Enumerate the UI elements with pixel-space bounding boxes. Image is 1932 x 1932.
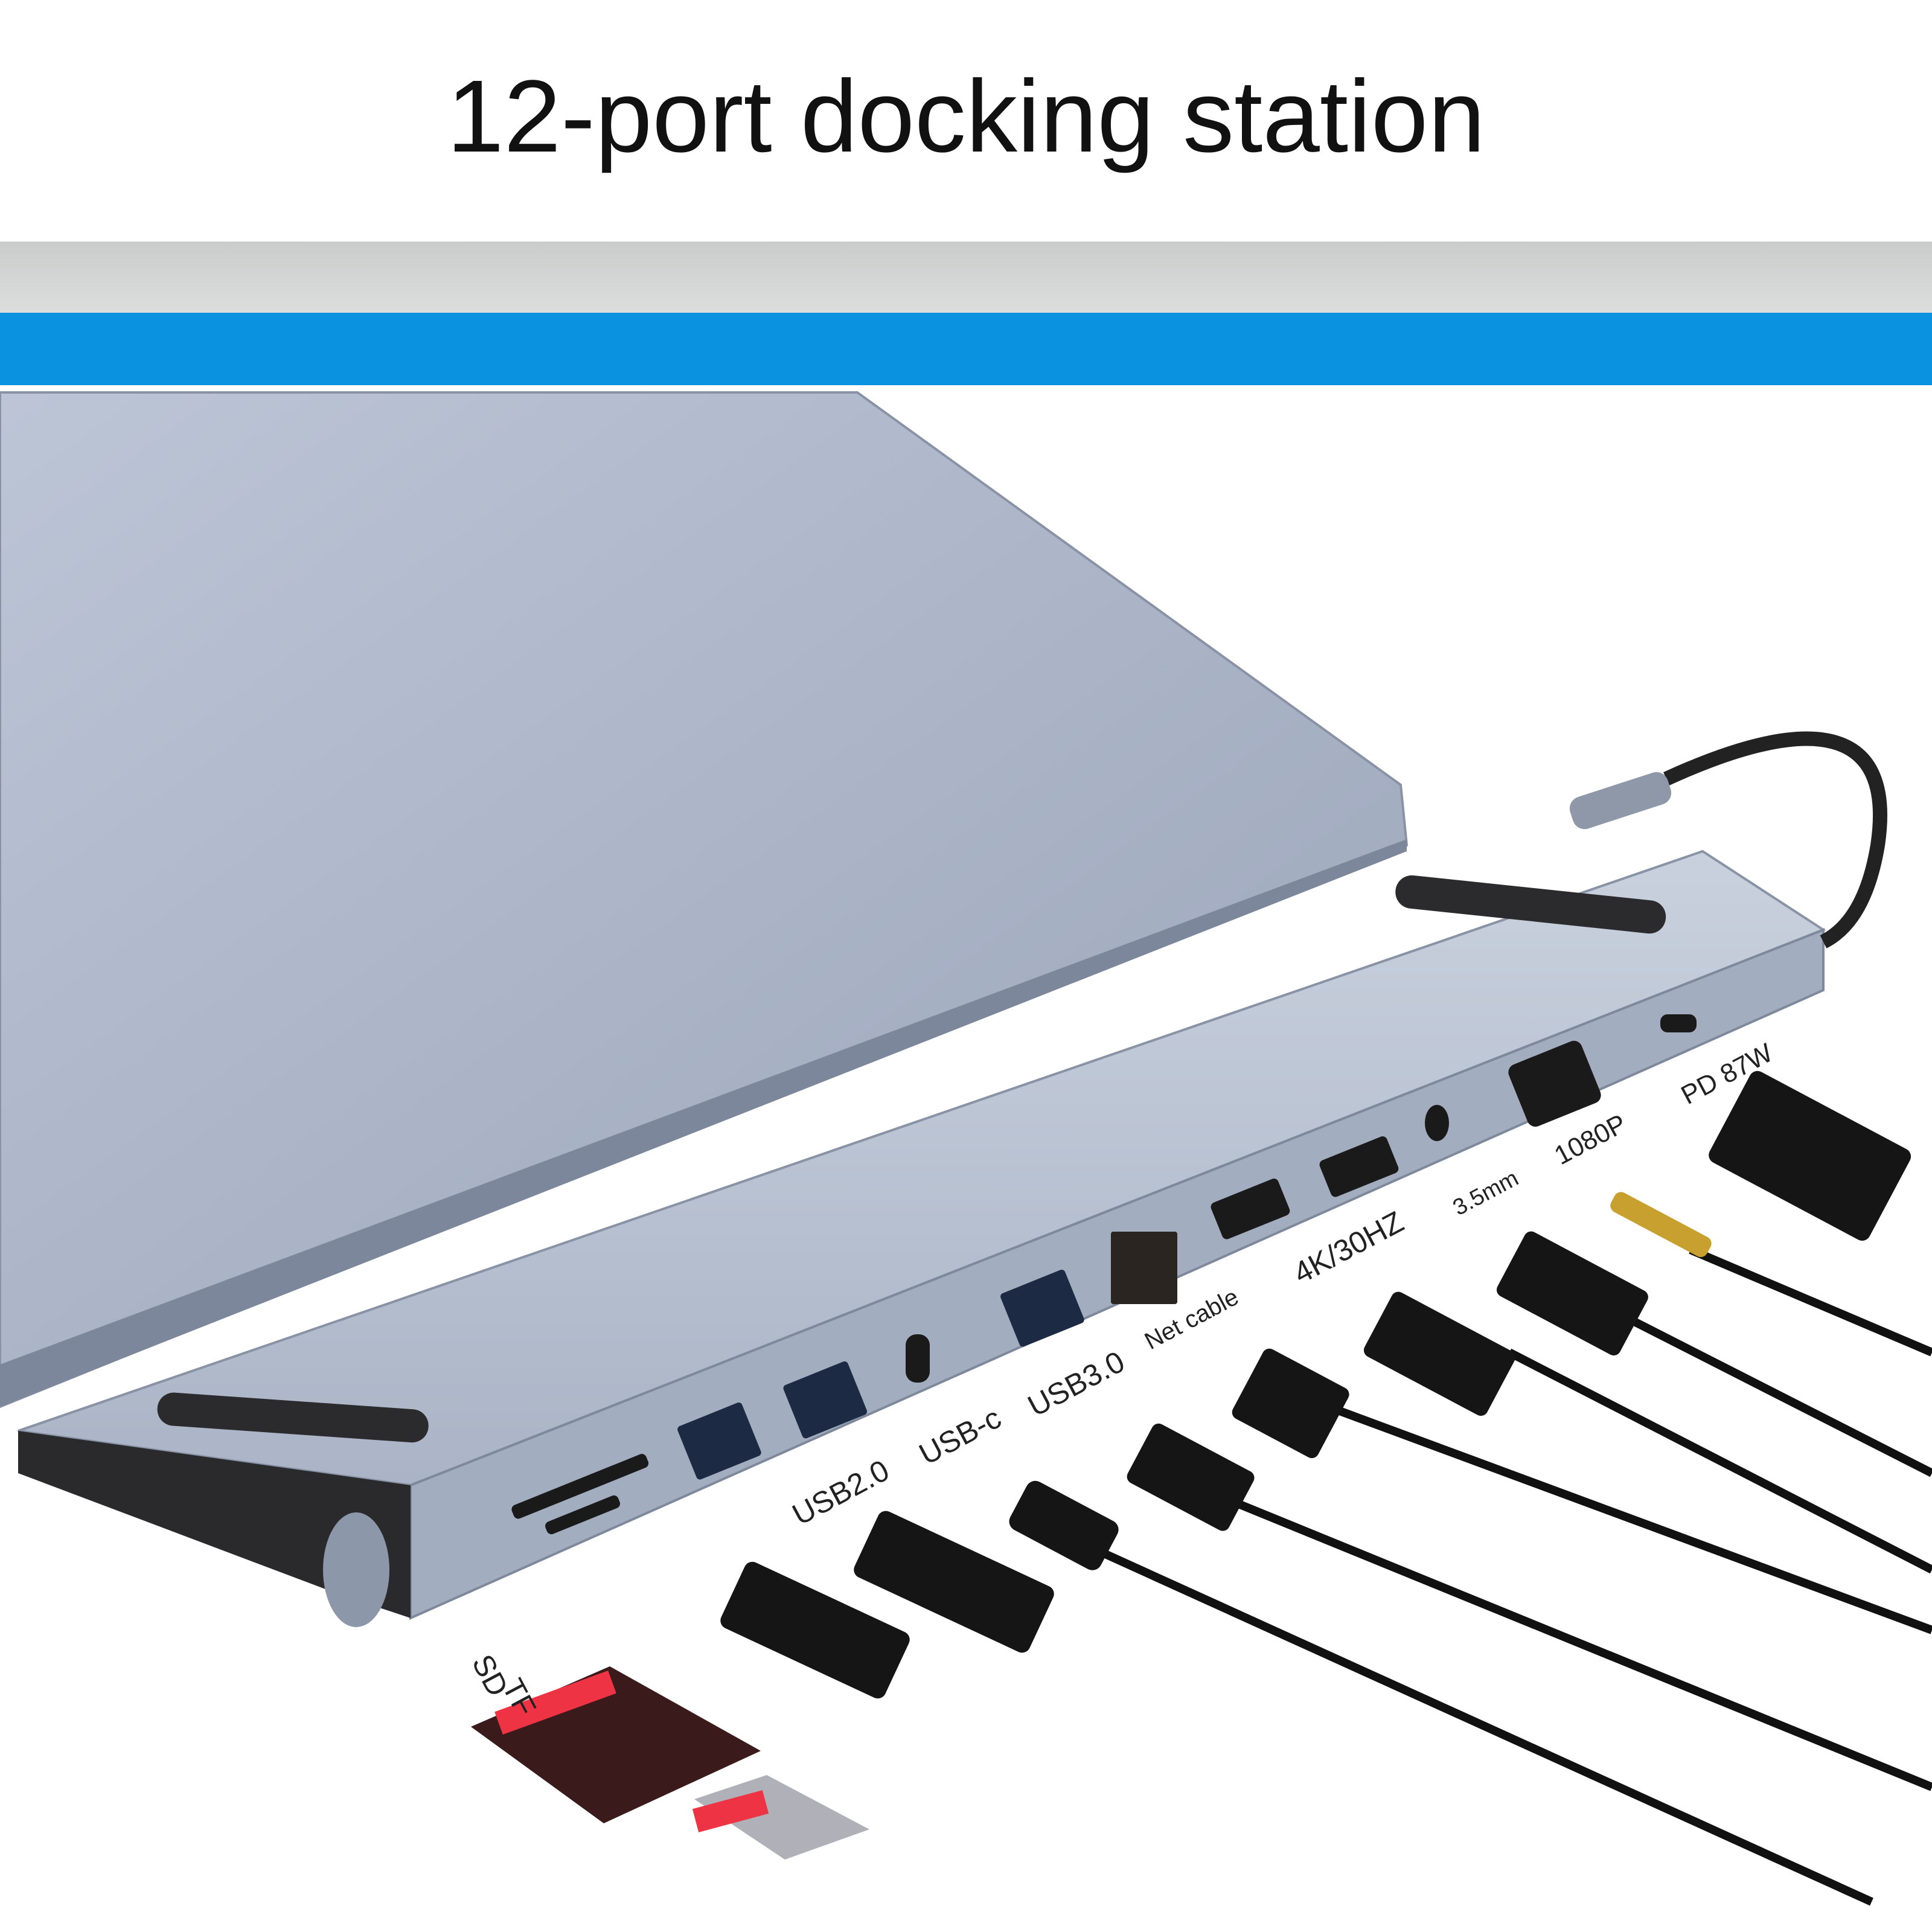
page-title: 12-port docking station <box>447 59 1485 174</box>
ports <box>511 1014 1697 1535</box>
tf-slot <box>545 1495 620 1535</box>
host-usbc-plug <box>1569 772 1672 830</box>
tf-card <box>694 1775 869 1860</box>
usb2-port-1 <box>677 1402 761 1480</box>
tf-card-label <box>692 1790 769 1832</box>
ethernet-plug <box>1232 1348 1349 1459</box>
usbc-plug <box>1009 1480 1119 1570</box>
hdmi-port-2 <box>1319 1136 1399 1197</box>
sd-slot <box>511 1454 649 1519</box>
ethernet-port <box>1111 1232 1177 1304</box>
usb-drive-2 <box>854 1511 1054 1653</box>
sd-card-label <box>494 1671 616 1735</box>
connectors <box>471 1070 1911 1860</box>
vga-port <box>1508 1040 1601 1127</box>
hdmi-plug-1 <box>1363 1291 1515 1416</box>
host-usbc-cable <box>1663 731 1887 948</box>
usb3-port <box>1000 1269 1084 1347</box>
usb-drive-1 <box>720 1561 910 1699</box>
vga-plug <box>1709 1070 1911 1241</box>
hdmi-plug-2 <box>1496 1231 1648 1356</box>
rubber-pad-left <box>157 1392 429 1443</box>
audio-plug <box>1610 1192 1712 1258</box>
dock-stand-left <box>18 1431 411 1618</box>
cables <box>1085 1246 1932 1906</box>
gray-band <box>0 242 1932 313</box>
audio-jack <box>1425 1105 1449 1141</box>
hdmi-port-1 <box>1211 1179 1290 1239</box>
blue-accent-band <box>0 313 1932 385</box>
usbc-port <box>906 1334 930 1383</box>
usb3-plug <box>1127 1423 1255 1531</box>
rubber-pad-right <box>1395 875 1666 934</box>
dock-end-cap <box>323 1512 389 1627</box>
laptop-edge <box>0 839 1407 1407</box>
usb2-port-2 <box>783 1361 868 1439</box>
pd-usbc-port <box>1660 1014 1697 1032</box>
